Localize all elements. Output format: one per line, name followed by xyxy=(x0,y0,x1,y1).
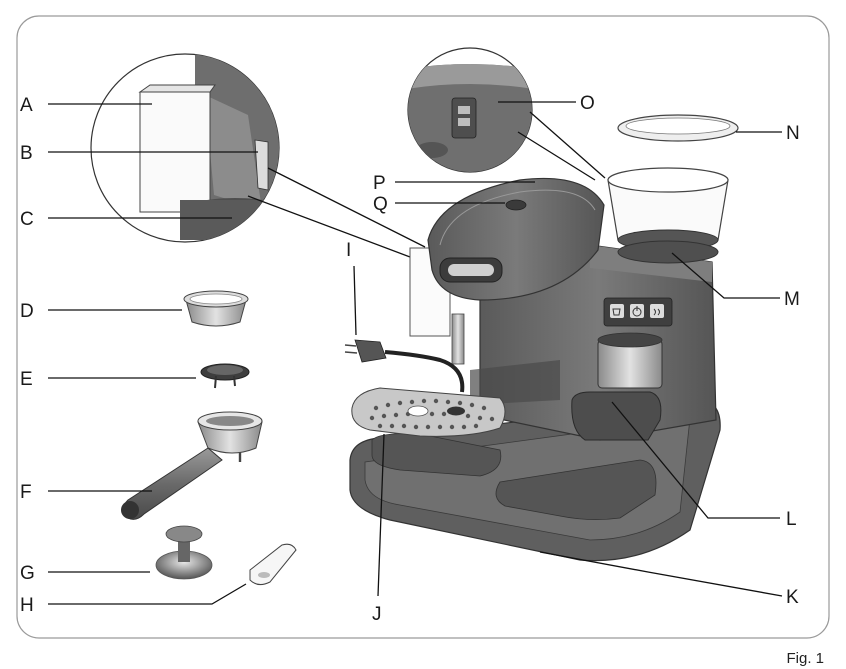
filter-disc xyxy=(200,363,250,389)
bean-hopper-lid xyxy=(617,114,739,142)
grounds-container xyxy=(597,332,663,389)
coffee-machine xyxy=(344,177,721,562)
detail-circle-grinder xyxy=(407,47,533,173)
power-cord xyxy=(344,339,465,393)
detail-circle-water-tank xyxy=(90,53,280,243)
cleaning-tool xyxy=(249,543,297,586)
label-A: A xyxy=(20,95,33,116)
label-I: I xyxy=(346,240,351,261)
label-H: H xyxy=(20,595,34,616)
label-Q: Q xyxy=(373,194,388,215)
label-K: K xyxy=(786,587,799,608)
callout-letters: A B C D E F G H I J K L M N O P Q xyxy=(20,93,800,625)
label-B: B xyxy=(20,143,33,164)
label-D: D xyxy=(20,301,34,322)
label-L: L xyxy=(786,509,797,530)
figure-frame xyxy=(16,15,830,639)
label-G: G xyxy=(20,563,35,584)
portafilter xyxy=(121,411,263,520)
label-O: O xyxy=(580,93,595,114)
label-J: J xyxy=(372,604,382,625)
label-P: P xyxy=(373,173,386,194)
power-icon xyxy=(632,306,642,317)
label-M: M xyxy=(784,289,800,310)
label-N: N xyxy=(786,123,800,144)
cup-plate xyxy=(351,387,506,437)
label-F: F xyxy=(20,482,32,503)
figure-caption: Fig. 1 xyxy=(786,650,824,667)
grounds-holder xyxy=(571,391,662,441)
coffee-cup-icon xyxy=(612,308,621,316)
label-C: C xyxy=(20,209,34,230)
filter-basket xyxy=(183,290,249,327)
tamper xyxy=(155,525,213,580)
control-panel xyxy=(603,297,673,327)
leader-lines xyxy=(48,101,783,605)
steam-icon xyxy=(653,308,660,316)
steam-wand xyxy=(451,313,465,365)
bean-hopper xyxy=(607,167,729,251)
label-E: E xyxy=(20,369,33,390)
